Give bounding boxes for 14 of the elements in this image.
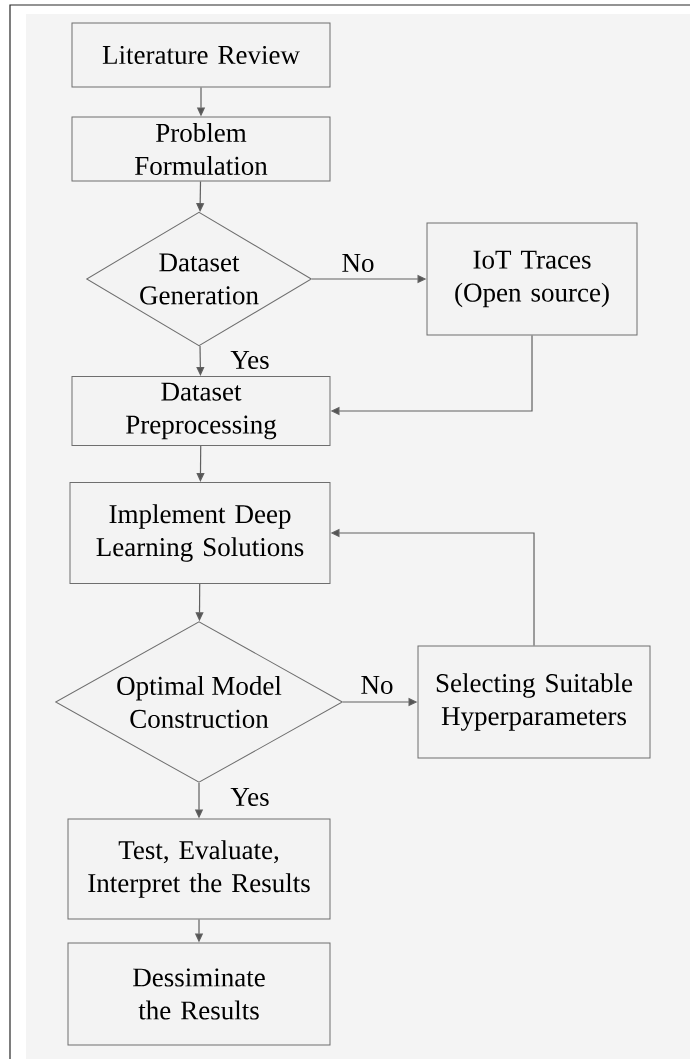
edge-label: No (340, 253, 376, 273)
process-box: Dataset Preprocessing (71, 376, 331, 446)
arrow (196, 445, 205, 482)
process-box: Literature Review (71, 22, 331, 88)
process-box: Problem Formulation (71, 116, 331, 182)
arrow (196, 345, 205, 376)
edge-label: No (359, 675, 395, 695)
edge-label: Yes (229, 787, 271, 807)
process-box: Dessiminate the Results (67, 942, 331, 1046)
process-box: IoT Traces (Open source) (426, 222, 638, 336)
edge-label: Yes (229, 350, 271, 370)
process-box: Test, Evaluate, Interpret the Results (67, 818, 331, 920)
process-box: Selecting Suitable Hyperparameters (417, 645, 651, 759)
process-box: Implement Deep Learning Solutions (69, 482, 331, 584)
